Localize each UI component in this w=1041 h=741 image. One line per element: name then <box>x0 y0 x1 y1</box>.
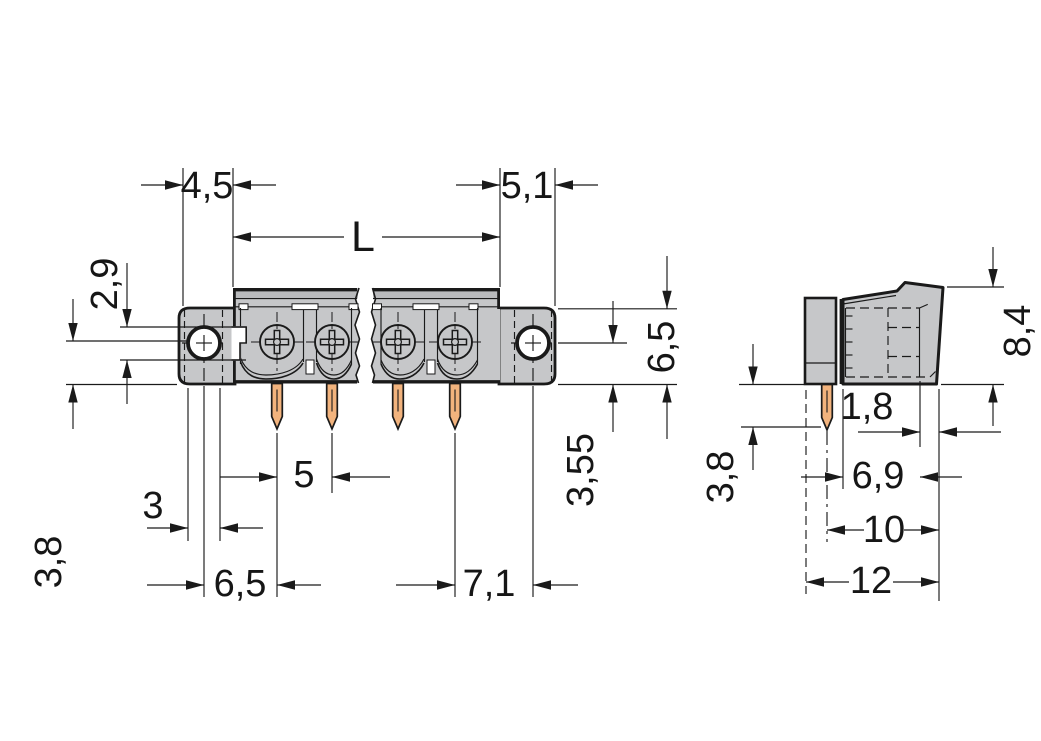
body-right-half <box>371 288 500 383</box>
solder-pin <box>391 382 405 430</box>
dimensions-side: 3,8 8,4 1,8 6,9 10 12 <box>700 247 1039 602</box>
dim-length-label: L <box>351 213 375 261</box>
solder-pin <box>270 382 284 430</box>
dim-depth-inner-label: 6,9 <box>852 455 905 497</box>
dim-pin-length-label: 3,8 <box>700 451 742 504</box>
side-body-profile <box>841 281 945 386</box>
dim-pin-pitch-label: 5 <box>293 454 314 496</box>
dimensions-front-left: 2,9 3,8 <box>28 258 246 589</box>
dimensions-front-top: 4,5 5,1 L <box>141 165 598 306</box>
dim-offset-right-label: 5,1 <box>501 165 554 207</box>
dimensions-front-right: 6,5 3,55 <box>558 256 683 507</box>
dim-depth-pin-label: 10 <box>863 509 905 551</box>
side-flange-profile <box>803 296 838 386</box>
solder-pin-side <box>820 383 834 431</box>
dim-offset-left-label: 4,5 <box>181 165 234 207</box>
front-housing <box>66 287 557 386</box>
dim-pin-to-hole-label: 7,1 <box>463 563 516 605</box>
dimensions-front-bottom: 3 5 6,5 7,1 <box>142 386 578 605</box>
dim-depth-total-label: 12 <box>850 560 892 602</box>
dim-body-height-label: 8,4 <box>997 305 1039 358</box>
dim-wall-label: 1,8 <box>841 386 894 428</box>
solder-pins <box>270 382 462 430</box>
dim-notch-height-label: 2,9 <box>84 258 126 311</box>
solder-pin <box>448 382 462 430</box>
dim-hole-dia-label: 3 <box>142 485 163 527</box>
front-view <box>66 287 557 430</box>
dim-hole-height-label: 3,55 <box>560 433 602 507</box>
side-view <box>803 281 945 431</box>
dim-flange-height-label: 6,5 <box>641 321 683 374</box>
dim-center-to-bottom-left-label: 3,8 <box>28 536 70 589</box>
dim-hole-to-pin-label: 6,5 <box>214 563 267 605</box>
solder-pin <box>325 382 339 430</box>
